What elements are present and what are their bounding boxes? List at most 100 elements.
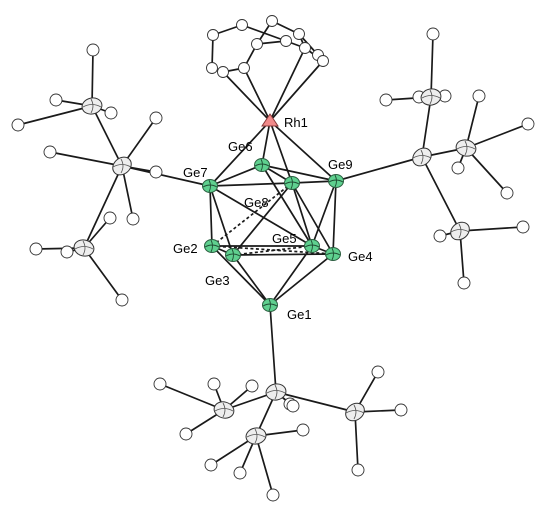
bond-G3-G5: [232, 245, 313, 256]
bond-G7-G8: [209, 182, 293, 187]
bond-Rh-G6: [261, 120, 271, 166]
atom-h_B11: [266, 488, 280, 502]
bond-Rh-r8: [269, 60, 324, 122]
label-ge5: Ge5: [272, 231, 297, 246]
atom-h_B10: [233, 466, 247, 480]
bond-G8-G5: [291, 182, 313, 247]
atom-h_L4: [104, 106, 118, 120]
atom-r4: [251, 38, 263, 50]
atom-h_B13: [286, 399, 300, 413]
hydrogen-atoms-layer: [11, 15, 535, 502]
atom-h_B1: [153, 377, 167, 391]
bond-Si_L-h_L8: [121, 165, 134, 220]
atom-h_L12: [115, 293, 129, 307]
atom-h_L3: [49, 93, 63, 107]
atom-r5: [266, 15, 278, 27]
bond-C_R2-h_R3: [465, 95, 480, 149]
rh1-atom: [261, 113, 279, 127]
label-ge7: Ge7: [183, 165, 208, 180]
carbon-atoms-layer: [73, 88, 477, 445]
bond-G8-G4: [291, 182, 334, 255]
atom-ge5: [304, 239, 320, 253]
atom-ge9: [328, 174, 344, 188]
atom-ge7: [202, 179, 218, 193]
bond-C_R2-h_R6: [465, 123, 529, 149]
label-rh1: Rh1: [284, 115, 308, 130]
atom-h_B12: [296, 423, 310, 437]
atom-C_R0: [412, 147, 432, 167]
label-ge1: Ge1: [287, 307, 312, 322]
atom-h_B2: [179, 427, 193, 441]
atom-Si_L: [112, 156, 132, 176]
bond-Rh-G8: [269, 120, 293, 184]
atom-ge3: [225, 248, 241, 262]
atom-ge8: [284, 176, 300, 190]
atom-h_L6: [149, 111, 163, 125]
bond-Rh-G7: [209, 120, 271, 187]
bond-G9-G4: [332, 180, 337, 255]
label-ge2: Ge2: [173, 241, 198, 256]
atom-C_B3: [245, 427, 267, 445]
atom-C_R2: [455, 139, 477, 157]
atom-C_L1: [81, 97, 103, 115]
atom-h_B7: [394, 403, 408, 417]
atom-ge6: [254, 158, 270, 172]
atom-h_R8: [433, 229, 447, 243]
atom-r3: [238, 62, 250, 74]
bond-C_B3-h_B11: [255, 435, 274, 496]
atom-r12: [207, 29, 219, 41]
atom-h_B4: [245, 379, 259, 393]
atom-h_L5: [43, 145, 57, 159]
bond-G7-G2: [209, 185, 213, 247]
atom-h_R11: [451, 161, 465, 175]
bond-C_L1-h_L1: [91, 49, 94, 107]
atom-h_B6: [371, 365, 385, 379]
atom-r1: [206, 62, 218, 74]
atom-ge4: [325, 247, 341, 261]
bond-G8-G3: [232, 182, 293, 256]
bond-G1-G4: [269, 253, 334, 306]
bond-Rh-r3: [243, 67, 271, 122]
bond-G1-C_B0: [269, 304, 277, 393]
metal-cluster-layer: [202, 113, 344, 312]
bond-C_B0-C_B2: [275, 391, 356, 413]
bond-Si_L-h_L5: [49, 151, 123, 167]
label-ge8: Ge8: [244, 195, 269, 210]
bond-C_B1-h_B1: [159, 383, 225, 411]
atom-h_R1: [426, 27, 440, 41]
bond-C_R2-h_R7: [465, 147, 508, 194]
atom-r2: [217, 66, 229, 78]
bond-C_L1-h_L2: [17, 105, 93, 126]
atom-labels-layer: Rh1 Ge6 Ge7 Ge9 Ge8 Ge5 Ge2 Ge4 Ge3 Ge1: [173, 115, 373, 322]
atom-C_L2: [73, 239, 95, 257]
bond-C_R3-h_R9: [459, 226, 524, 232]
atom-h_B9: [204, 458, 218, 472]
bond-G1-G5: [269, 245, 313, 306]
atom-h_R9: [516, 220, 530, 234]
bond-G1-G3: [232, 254, 271, 306]
atom-r10: [280, 35, 292, 47]
bond-Rh-G9: [269, 120, 337, 182]
bond-G9-C_R0: [335, 156, 423, 182]
atom-C_R3: [450, 221, 470, 241]
atom-C_R1: [420, 88, 442, 106]
atom-h_L10: [29, 242, 43, 256]
label-ge9: Ge9: [328, 157, 353, 172]
atom-h_L8: [126, 212, 140, 226]
bond-G6-G5: [261, 164, 313, 247]
atom-h_L1: [86, 43, 100, 57]
bond-C_R0-C_R1: [421, 96, 432, 158]
atom-h_B3: [207, 377, 221, 391]
bond-Si_L-C_L1: [91, 105, 123, 167]
atom-r6: [293, 28, 305, 40]
bond-C_L2-h_L12: [83, 247, 123, 301]
bond-C_R0-C_R3: [421, 156, 461, 232]
bond-C_R1-h_R1: [430, 33, 434, 98]
atom-r9: [299, 42, 311, 54]
bonds-layer: [17, 20, 529, 496]
atom-h_L2: [11, 118, 25, 132]
atom-r11: [236, 19, 248, 31]
atom-h_R2: [379, 93, 393, 107]
atom-C_B2: [345, 402, 365, 422]
